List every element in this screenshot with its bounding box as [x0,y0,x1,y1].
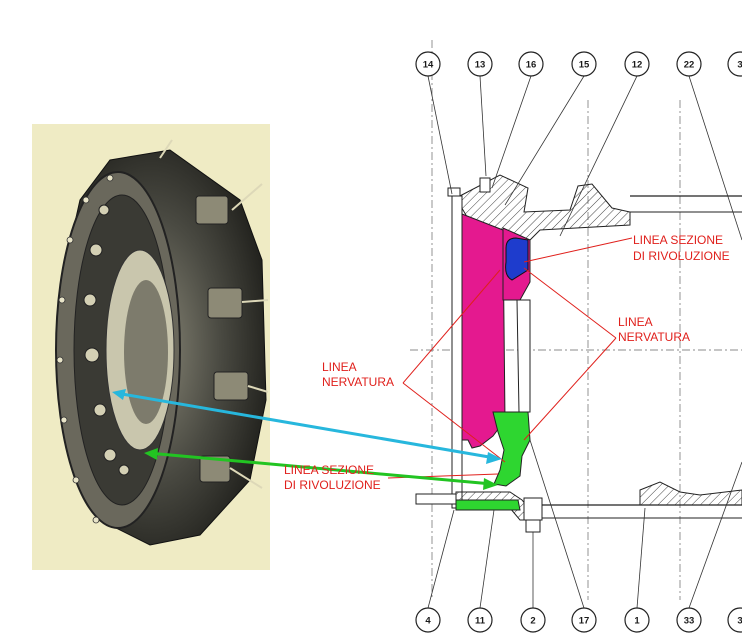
label-linea-nervatura-left: LINEA NERVATURA [322,360,394,389]
left-wall [451,195,463,509]
rib-web [516,299,531,413]
rim-bolts [56,174,114,524]
part-number-balloon: 14 [415,51,441,77]
part-number-label: 12 [632,60,643,71]
part-number-label: 4 [425,616,431,627]
part-number-balloon: 12 [624,51,650,77]
top-casting-hatched [455,174,631,241]
revolution-section-blue [505,237,529,281]
label-linea-sezione-bottom: LINEA SEZIONE DI RIVOLUZIONE [284,463,381,492]
part-number-balloon-partial: 3 [727,51,742,77]
studs [159,139,269,489]
part-number-label: 15 [579,60,590,71]
part-number-balloon: 17 [571,607,597,633]
part-number-balloon-partial: 3 [727,607,742,633]
green-arrow [144,448,498,490]
part-number-label: 13 [475,60,486,71]
bore-shadow [124,280,168,424]
part-number-label: 3 [737,60,742,71]
part-number-label: 17 [579,616,590,627]
label-linea-nervatura-right: LINEA NERVATURA [618,315,690,344]
part-numbers-bottom: 4 11 2 17 1 33 3 [415,607,742,633]
blue-arrow [112,389,502,464]
cross-section-drawing [410,40,742,600]
part-number-label: 3 [737,616,742,627]
label-linea-sezione-top: LINEA SEZIONE DI RIVOLUZIONE [633,233,730,263]
crankcase-photo [32,124,270,570]
part-number-label: 33 [684,616,695,627]
right-bottom-casting [639,481,742,506]
part-number-balloon: 2 [520,607,546,633]
part-number-label: 1 [634,616,640,627]
part-number-balloon: 11 [467,607,493,633]
part-number-balloon: 16 [518,51,544,77]
part-number-label: 11 [475,616,486,627]
part-number-balloon: 13 [467,51,493,77]
leader-lines [427,75,742,609]
revolution-section-green [492,411,531,487]
part-numbers-top: 14 13 16 15 12 22 3 [415,51,742,77]
part-number-balloon: 33 [676,607,702,633]
part-number-balloon: 4 [415,607,441,633]
cylinder-pads [195,195,249,483]
bottom-flange-green [455,499,521,511]
part-number-label: 16 [526,60,537,71]
part-number-label: 14 [423,60,434,71]
flange-bosses [83,204,130,476]
fasteners [415,177,543,533]
part-number-label: 22 [684,60,695,71]
part-number-balloon: 1 [624,607,650,633]
part-number-balloon: 15 [571,51,597,77]
part-number-balloon: 22 [676,51,702,77]
part-number-label: 2 [530,616,535,627]
